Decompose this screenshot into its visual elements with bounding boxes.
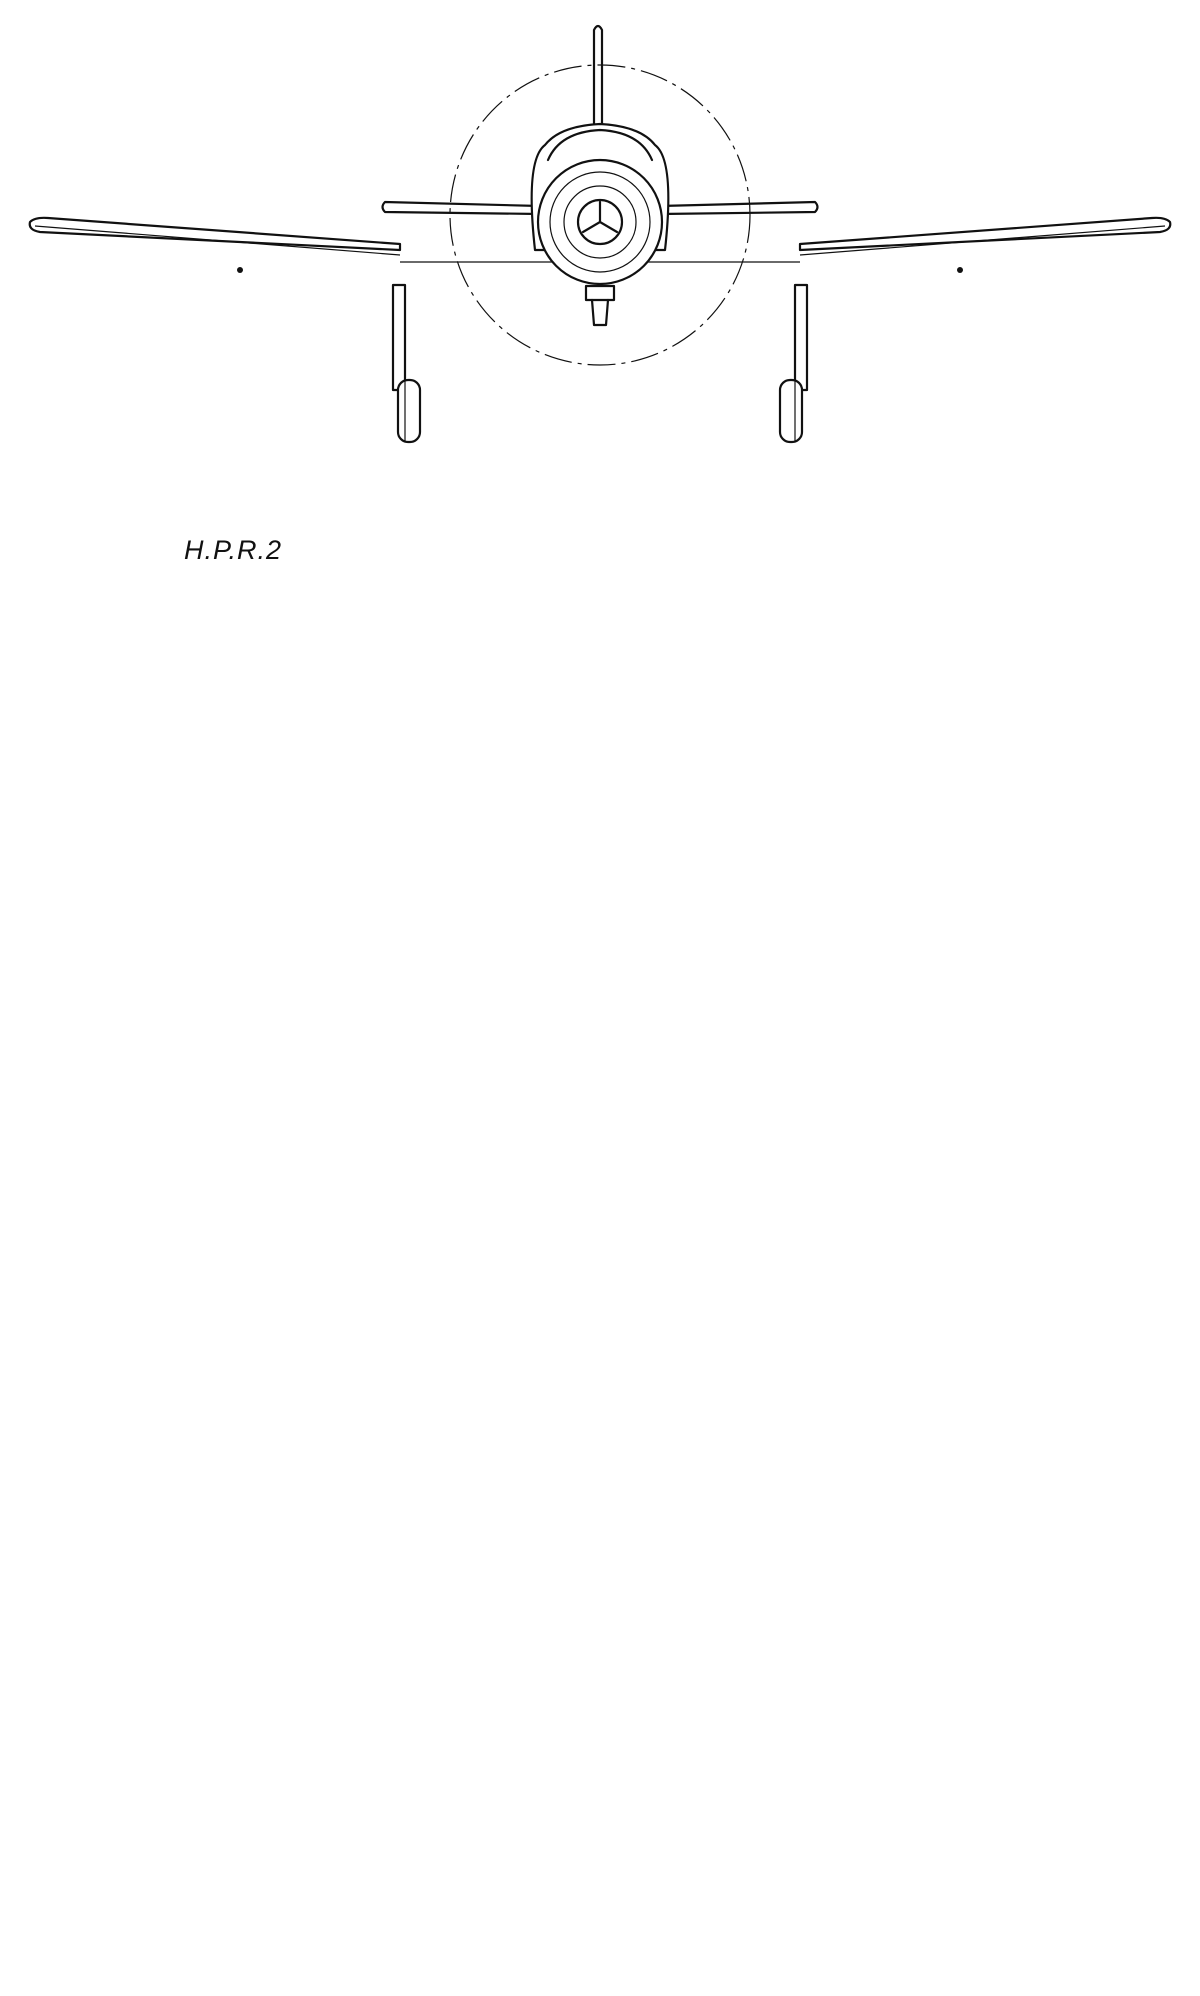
front-view [28,24,1172,444]
wing-right-front [798,216,1172,252]
spinner-front [576,198,624,246]
main-gear-left-front [391,283,422,444]
wing-left-front [28,216,402,252]
tailplane-right-front [658,200,819,216]
aircraft-designation-label: H.P.R.2 [184,535,283,565]
fin-front [592,24,604,202]
main-gear-right-front [778,283,809,444]
propeller-disc [449,64,751,366]
tailplane-left-front [381,200,542,216]
chin-intake [584,284,616,302]
